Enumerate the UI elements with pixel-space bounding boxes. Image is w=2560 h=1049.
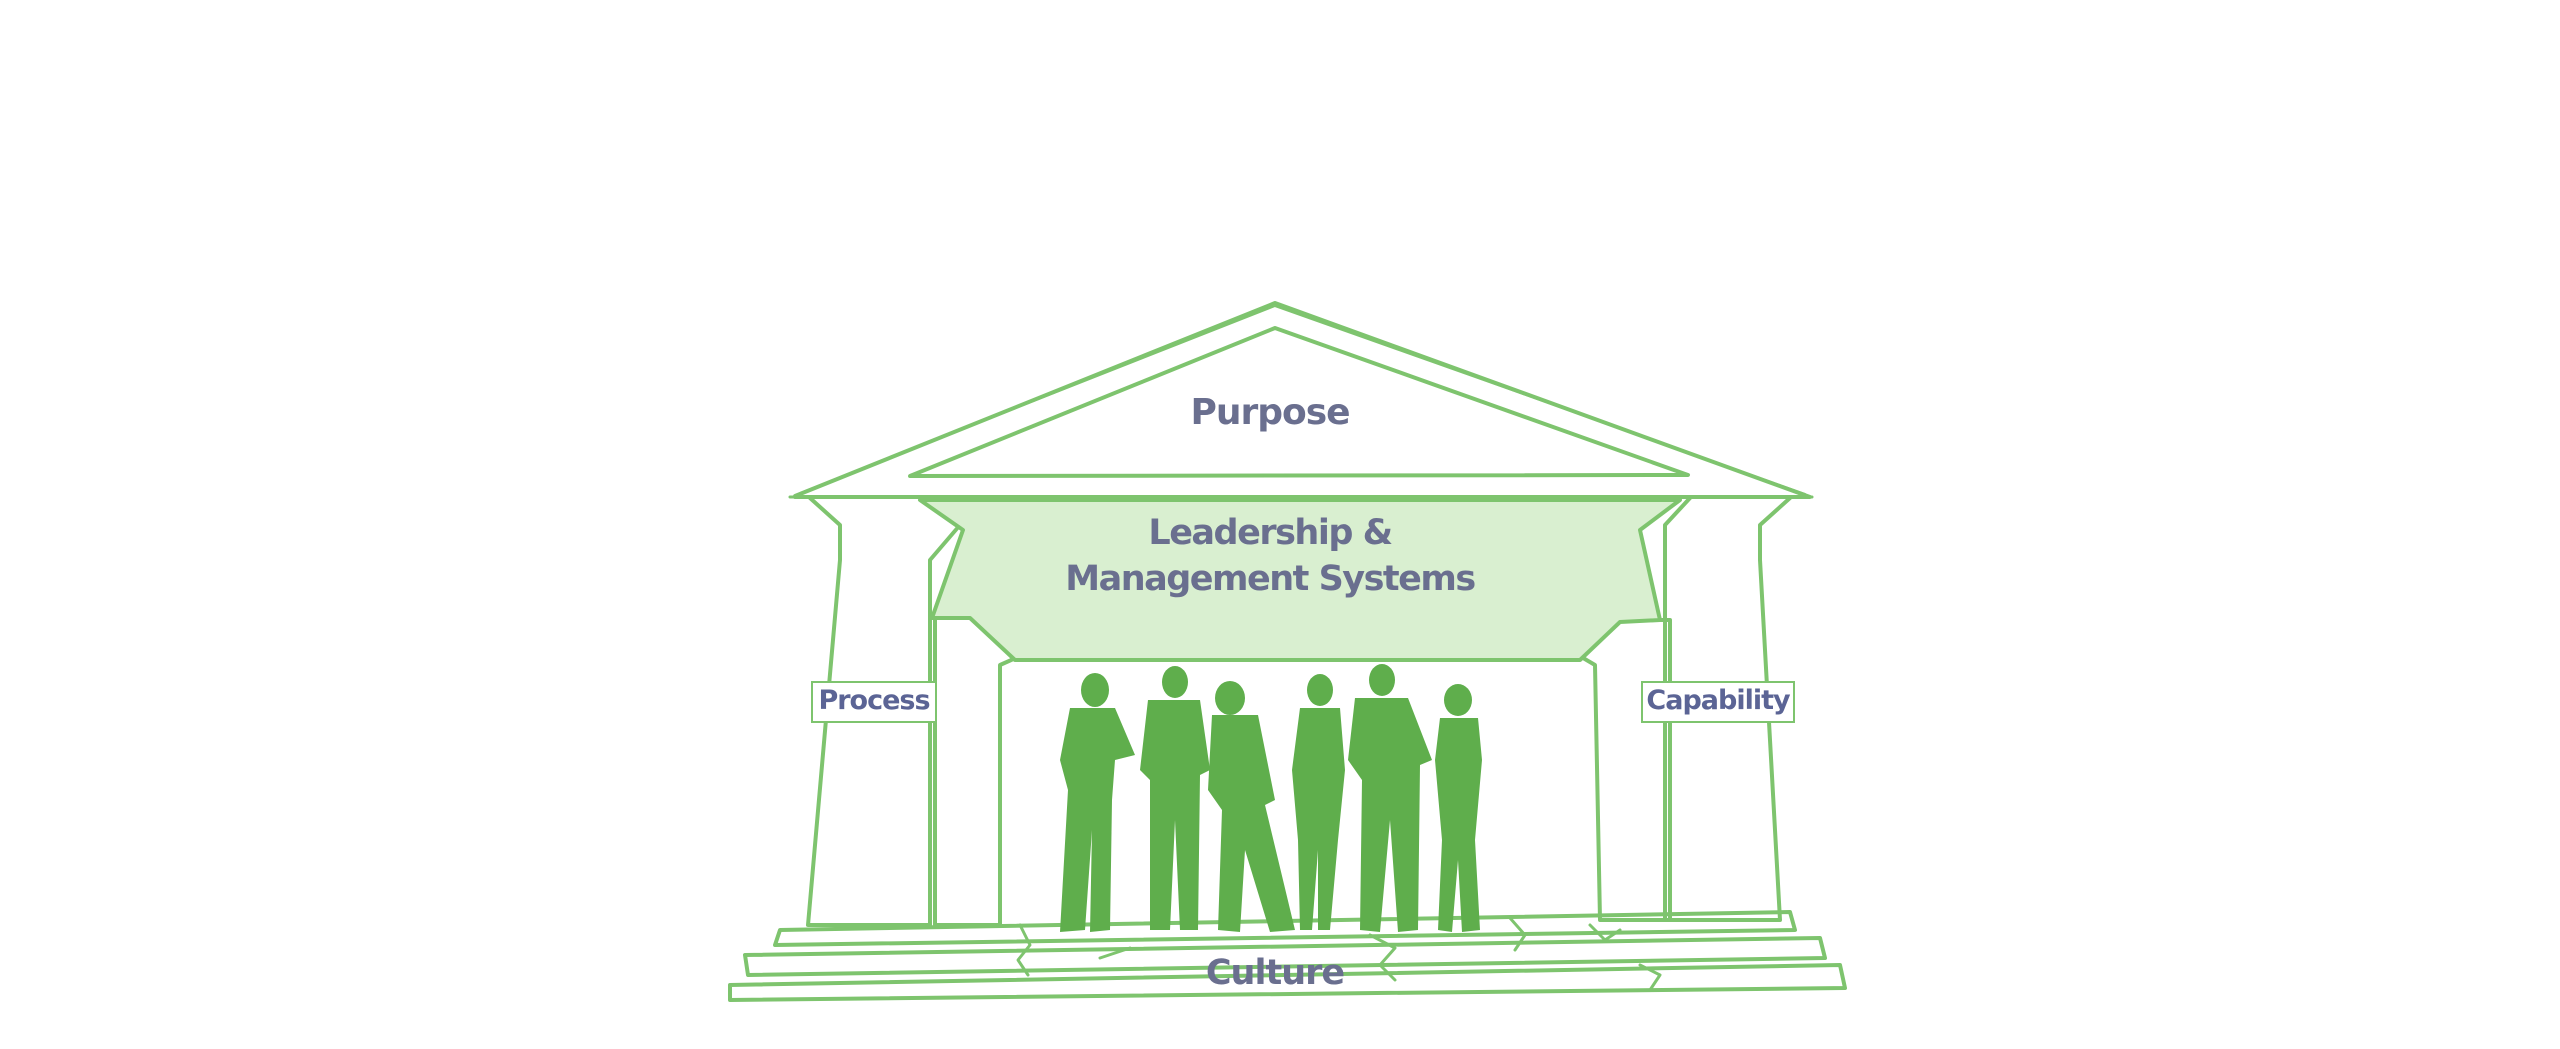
process-sign: Process [811,681,937,723]
person-1 [1060,673,1135,932]
people-silhouettes [1060,664,1482,932]
step-3 [728,963,1847,1002]
purpose-label: Purpose [1190,392,1350,433]
leadership-label: Leadership & Management Systems [1030,510,1510,602]
pediment-inner [908,326,1690,478]
lintel-band [918,498,1682,662]
step-1 [773,910,1797,947]
step-2 [743,936,1827,977]
person-6 [1435,684,1482,932]
culture-label: Culture [1205,953,1345,993]
leadership-label-line2: Management Systems [1065,559,1476,599]
right-pillar [1663,496,1792,922]
capability-sign: Capability [1641,681,1795,723]
person-2 [1140,666,1210,930]
person-5 [1348,664,1432,932]
leadership-label-line1: Leadership & [1148,513,1393,553]
left-pillar [806,496,962,927]
left-inner-pillar [933,614,1020,927]
person-4 [1292,674,1345,930]
person-3 [1208,681,1295,932]
right-inner-pillar [1576,618,1672,922]
